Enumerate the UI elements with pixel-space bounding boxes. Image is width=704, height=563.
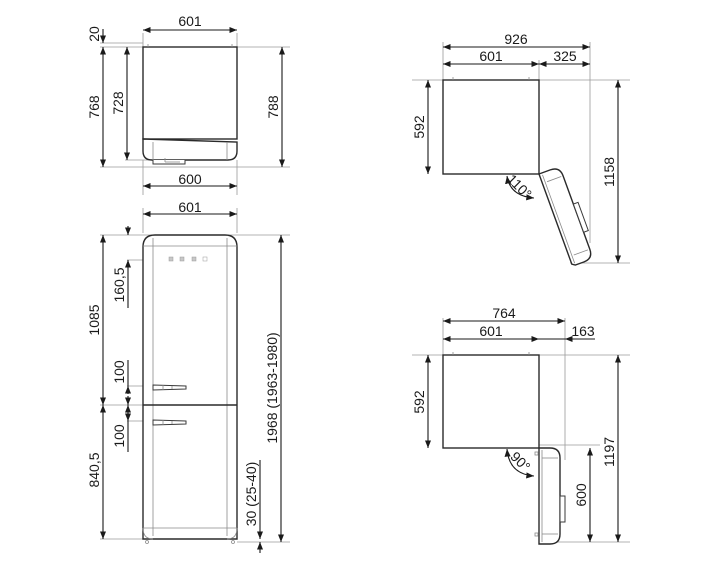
door-overhang-90-label: 163 <box>571 323 595 339</box>
total-depth-90-label: 1197 <box>601 437 617 467</box>
panel-icon-4 <box>202 256 208 262</box>
panel-icon-3 <box>191 256 197 262</box>
panel-icon-1 <box>168 256 174 262</box>
upper-section-label: 1085 <box>86 304 102 335</box>
panel-icon-2 <box>179 256 185 262</box>
lower-section-label: 840,5 <box>86 452 102 487</box>
top-view-width-label: 601 <box>178 13 202 29</box>
lower-handle <box>152 419 187 426</box>
feet-height-label: 30 (25-40) <box>243 462 259 527</box>
control-panel <box>168 256 208 262</box>
upper-handle <box>152 384 187 391</box>
fridge-body <box>142 234 238 540</box>
depth-110-label: 592 <box>411 115 427 139</box>
door-open-110-view: 110° 926 601 325 592 1158 <box>411 31 630 266</box>
door-depth-90-label: 600 <box>573 483 589 507</box>
top-view-depth-left-label: 768 <box>86 95 102 119</box>
body-width-110-label: 601 <box>479 48 503 64</box>
top-view: 601 600 20 768 728 788 <box>86 13 290 195</box>
body-90 <box>442 354 540 449</box>
top-view-depth-inner-label: 728 <box>110 91 126 115</box>
door-open-90-view: 90° 764 601 163 592 600 1197 <box>411 305 630 545</box>
body-width-90-label: 601 <box>479 323 503 339</box>
angle-90-label: 90° <box>507 448 533 474</box>
front-width-label: 601 <box>178 199 202 215</box>
open-door-110 <box>538 168 592 266</box>
top-view-door <box>142 138 238 161</box>
top-view-bottom-width-label: 600 <box>178 171 202 187</box>
total-width-110-label: 926 <box>504 31 528 47</box>
total-width-90-label: 764 <box>492 305 516 321</box>
total-depth-110-label: 1158 <box>601 157 617 187</box>
total-height-label: 1968 (1963-1980) <box>264 332 280 443</box>
body-110 <box>442 79 540 175</box>
top-view-offset-label: 20 <box>86 26 102 42</box>
top-view-body <box>142 46 238 140</box>
control-panel-offset-label: 160,5 <box>111 267 127 302</box>
front-view: 601 1085 160,5 100 100 840,5 1968 (1963-… <box>86 199 290 553</box>
upper-handle-offset-label: 100 <box>111 360 127 384</box>
door-overhang-110-label: 325 <box>553 48 577 64</box>
top-view-depth-right-label: 788 <box>265 95 281 119</box>
lower-handle-offset-label: 100 <box>111 424 127 448</box>
open-door-90 <box>534 447 566 545</box>
depth-90-label: 592 <box>411 390 427 414</box>
